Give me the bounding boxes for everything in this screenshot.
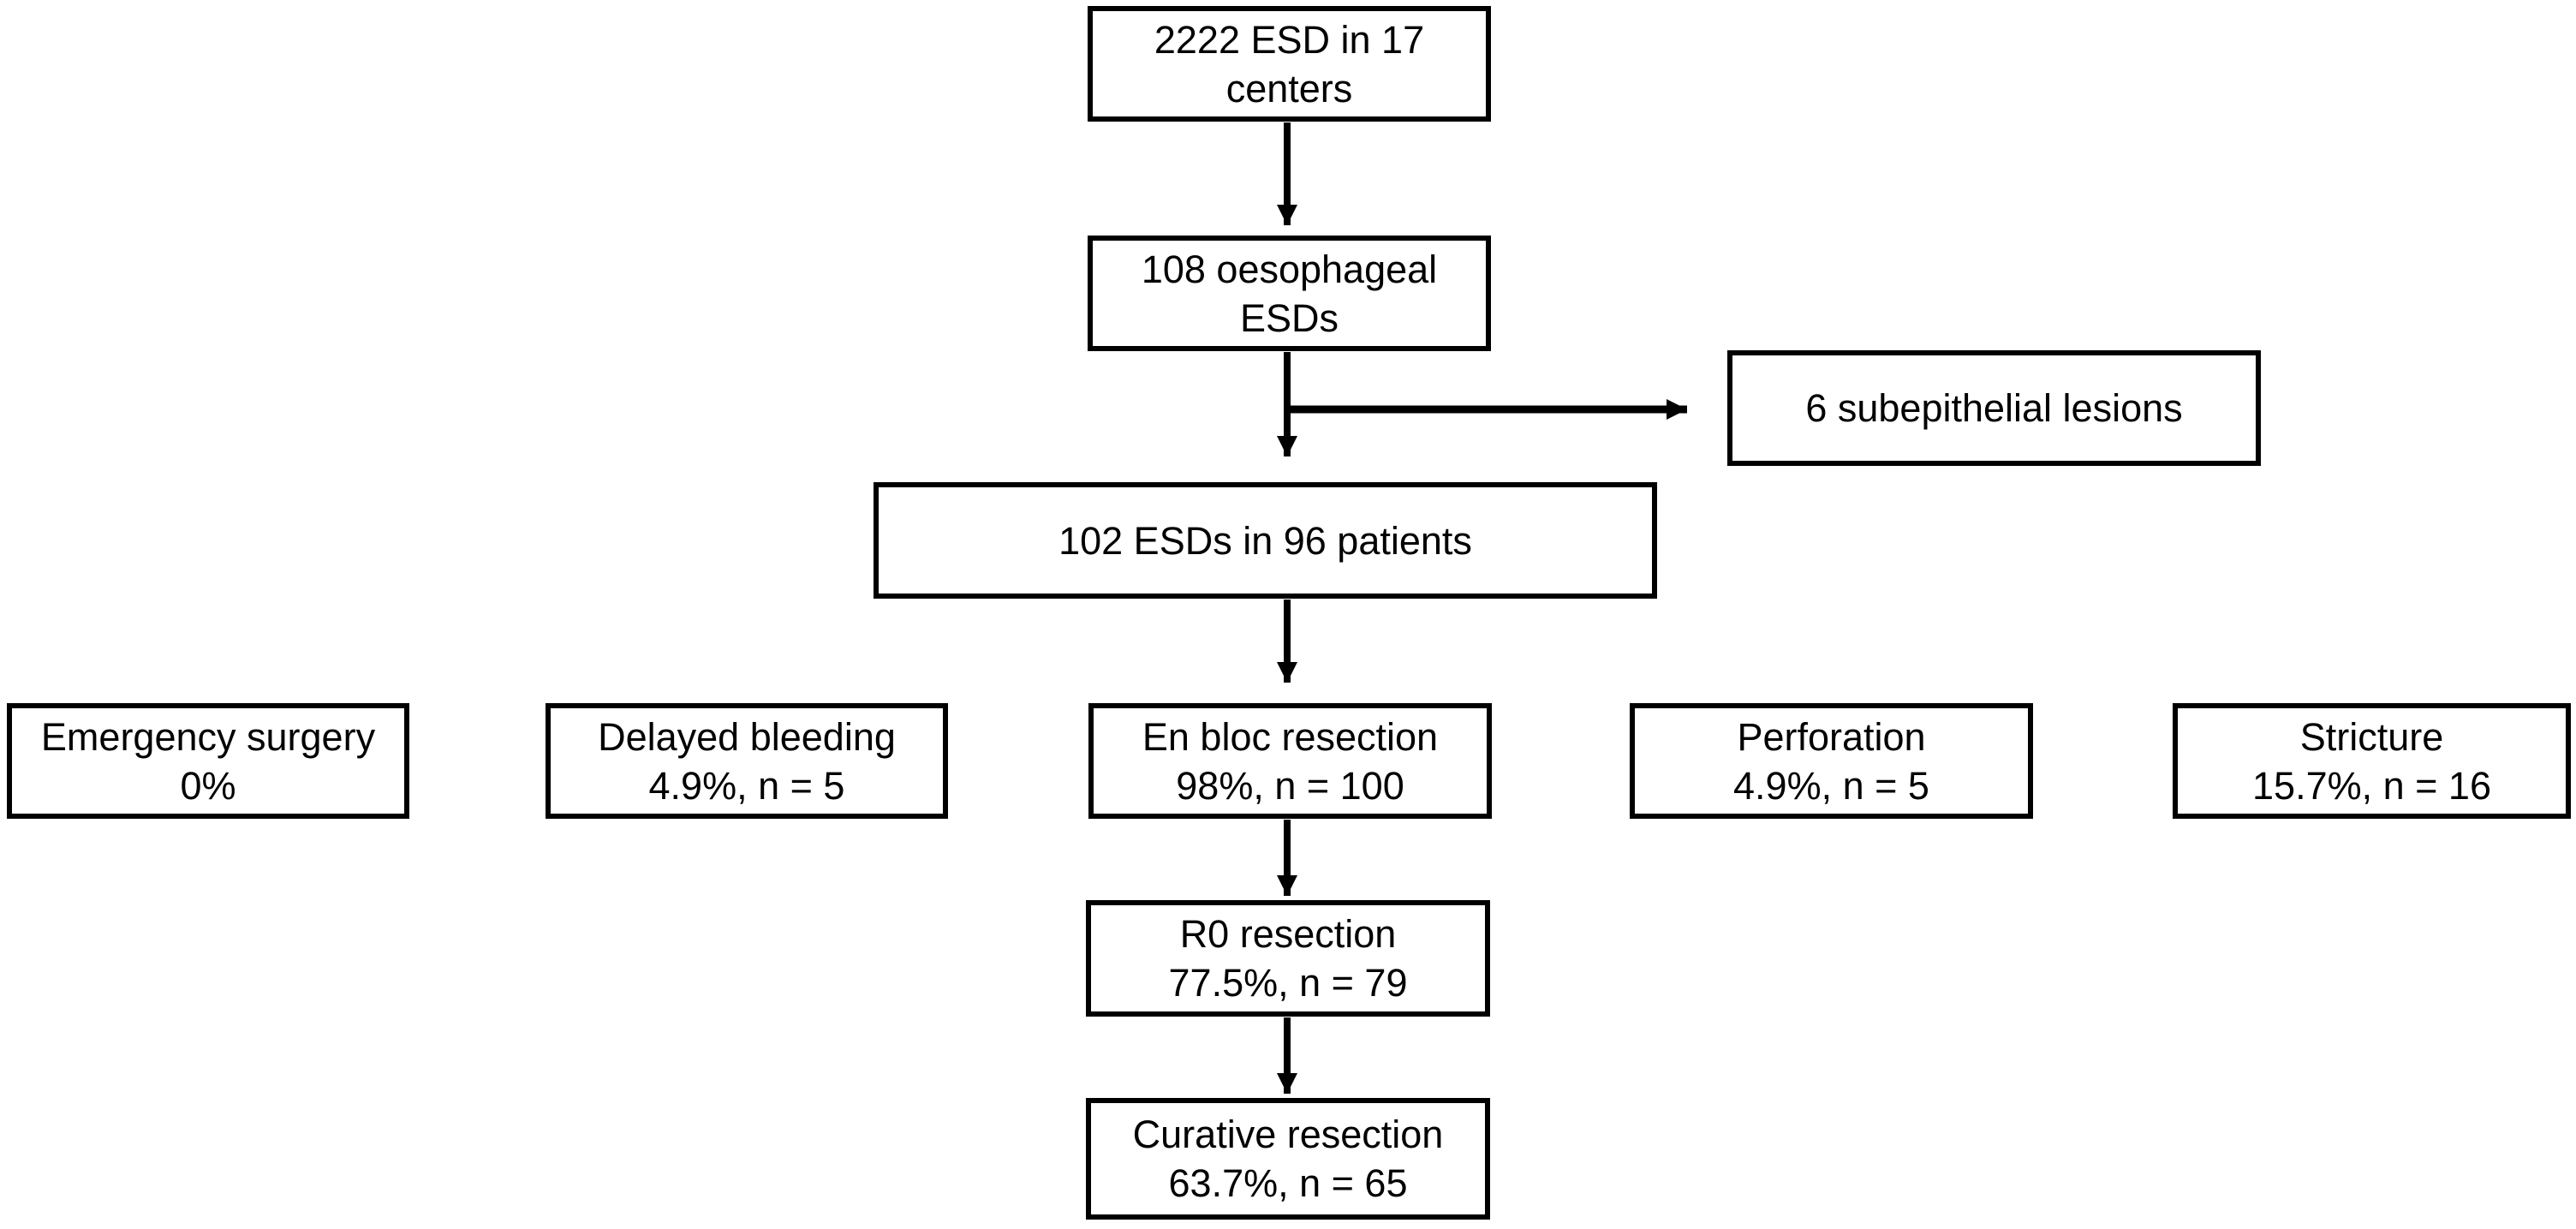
node-label-line: 2222 ESD in 17 — [1154, 17, 1425, 62]
node-label-line: 4.9%, n = 5 — [648, 763, 845, 808]
node-label-line: centers — [1225, 66, 1353, 110]
node-label-line: Curative resection — [1132, 1113, 1444, 1156]
node-stricture: Stricture 15.7%, n = 16 — [2173, 703, 2571, 819]
node-r0-resection: R0 resection 77.5%, n = 79 — [1086, 900, 1490, 1017]
node-oesophageal-esds: 108 oesophageal ESDs — [1088, 236, 1491, 351]
node-label-line: 77.5%, n = 79 — [1168, 961, 1408, 1005]
node-en-bloc-resection: En bloc resection 98%, n = 100 — [1088, 703, 1492, 819]
node-label-line: Delayed bleeding — [598, 714, 896, 759]
node-label-line: En bloc resection — [1142, 714, 1439, 759]
node-label-line: 0% — [180, 763, 236, 808]
node-label-line: Perforation — [1737, 714, 1926, 759]
node-delayed-bleeding: Delayed bleeding 4.9%, n = 5 — [546, 703, 948, 819]
node-total-esd: 2222 ESD in 17 centers — [1088, 6, 1491, 122]
node-subepithelial-lesions: 6 subepithelial lesions — [1727, 350, 2261, 466]
node-label-line: Emergency surgery — [40, 714, 376, 759]
node-emergency-surgery: Emergency surgery 0% — [7, 703, 409, 819]
node-perforation: Perforation 4.9%, n = 5 — [1630, 703, 2033, 819]
node-label-line: 4.9%, n = 5 — [1733, 763, 1929, 808]
node-curative-resection: Curative resection 63.7%, n = 65 — [1086, 1098, 1490, 1220]
node-label-line: R0 resection — [1179, 912, 1397, 956]
node-label-line: 63.7%, n = 65 — [1168, 1161, 1408, 1205]
node-label-line: ESDs — [1239, 295, 1339, 340]
node-included-esds: 102 ESDs in 96 patients — [874, 482, 1657, 599]
node-label-line: 108 oesophageal — [1141, 247, 1438, 291]
node-label-line: 6 subepithelial lesions — [1805, 386, 2183, 430]
node-label-line: 102 ESDs in 96 patients — [1058, 518, 1472, 563]
node-label-line: 15.7%, n = 16 — [2252, 763, 2491, 808]
node-label-line: 98%, n = 100 — [1176, 763, 1404, 808]
node-label-line: Stricture — [2299, 714, 2444, 759]
